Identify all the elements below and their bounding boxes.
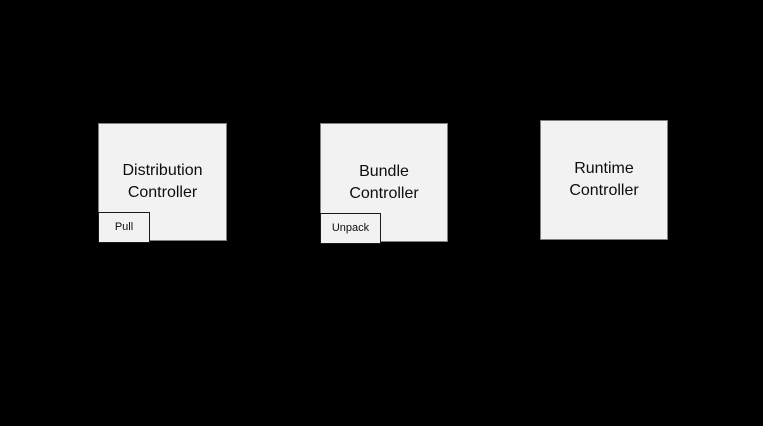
sublabel-text-unpack: Unpack <box>331 222 370 234</box>
sublabel-pull[interactable]: Pull <box>98 212 150 243</box>
node-label-distribution-controller: Distribution Controller <box>122 162 203 201</box>
node-label-runtime-controller: Runtime Controller <box>569 160 639 199</box>
node-label-bundle-controller: Bundle Controller <box>349 162 419 202</box>
sublabel-unpack[interactable]: Unpack <box>320 213 381 244</box>
node-runtime-controller[interactable]: Runtime Controller <box>540 120 668 240</box>
sublabel-text-pull: Pull <box>114 221 134 233</box>
